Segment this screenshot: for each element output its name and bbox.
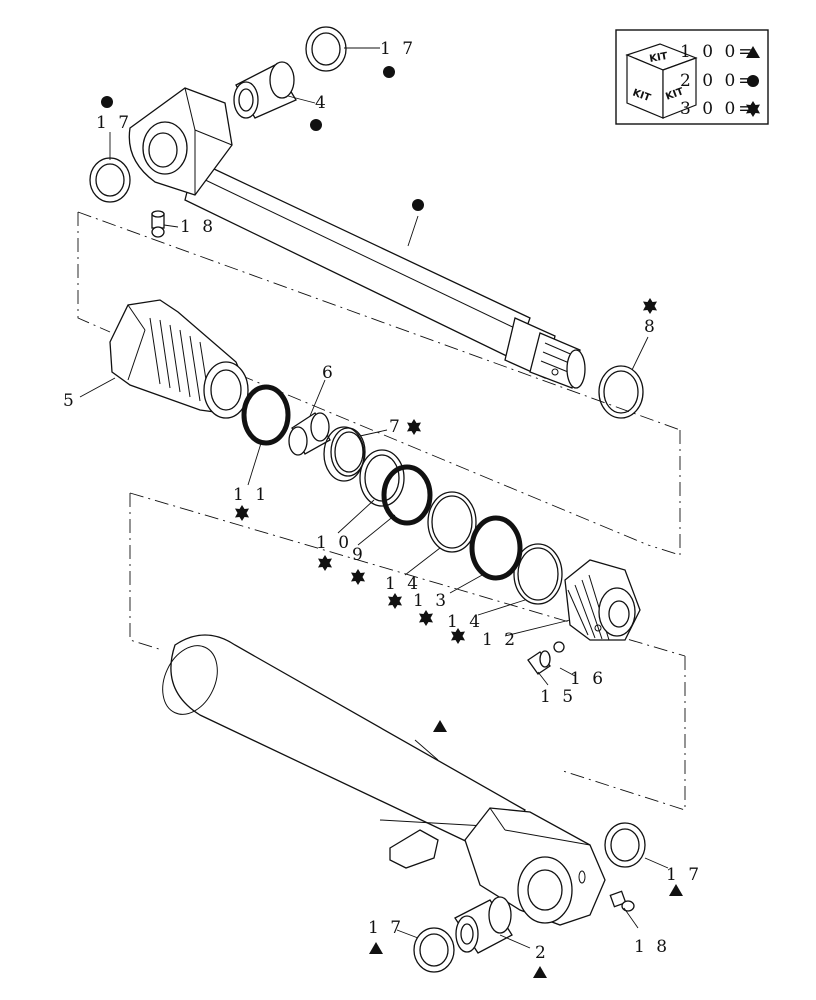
star-icon — [643, 298, 657, 314]
barrel-eye — [464, 807, 606, 926]
ring-14-upper — [427, 491, 477, 553]
legend-row-code: 2 0 0= — [680, 71, 756, 91]
oring-13 — [469, 515, 523, 581]
star-icon — [419, 610, 433, 626]
kit-cube-icon: KIT KIT KIT — [625, 43, 698, 119]
oring-9 — [381, 464, 433, 526]
grease-nipple-18-bottom — [609, 890, 635, 912]
callout-number: 1 3 — [413, 591, 449, 611]
callout-number: 1 7 — [666, 865, 702, 885]
callout-number: 8 — [644, 317, 658, 337]
star-icon — [351, 569, 365, 585]
legend-row-code: 1 0 0= — [680, 42, 756, 62]
check-pin-15 — [527, 650, 551, 675]
oring-11 — [241, 384, 291, 446]
piston-12 — [564, 559, 641, 641]
ring-14-lower — [513, 543, 563, 605]
callout-number: 2 — [535, 943, 549, 963]
callout-number: 5 — [63, 391, 77, 411]
callout-number: 1 7 — [380, 39, 416, 59]
callout-number: 1 5 — [540, 687, 576, 707]
kit-legend: KIT KIT KIT 1 0 0= 2 0 0= 3 0 0= — [615, 29, 769, 125]
star-icon — [407, 419, 421, 435]
barrel-eye-bushing-2 — [454, 896, 513, 954]
seal-ring-17-bottom-right — [604, 822, 646, 868]
leader-lines — [79, 47, 669, 949]
cylinder-head-5 — [109, 299, 249, 419]
callout-number: 1 4 — [447, 612, 483, 632]
callout-number: 1 0 — [316, 533, 352, 553]
dot-icon — [310, 119, 322, 131]
assembly-outline-lower — [129, 492, 686, 811]
seal-ring-17-bottom-left — [413, 927, 455, 973]
assembly-outline-upper — [77, 211, 681, 556]
callout-number: 6 — [322, 363, 336, 383]
callout-number: 1 6 — [570, 669, 606, 689]
rod-eye-bushing-4 — [233, 61, 297, 119]
star-icon — [235, 505, 249, 521]
ball-16 — [553, 641, 565, 653]
callout-number: 1 2 — [482, 630, 518, 650]
triangle-icon — [369, 942, 383, 954]
rod-seal-ring-8 — [598, 365, 644, 419]
kit-face-top: KIT — [649, 51, 669, 65]
dot-icon — [747, 75, 759, 87]
callout-number: 1 7 — [368, 918, 404, 938]
callout-number: 1 1 — [233, 485, 269, 505]
cylinder-barrel — [162, 634, 526, 856]
star-icon — [318, 555, 332, 571]
barrel-port — [389, 829, 439, 869]
callout-number: 1 7 — [96, 113, 132, 133]
rod-eye — [128, 87, 233, 196]
callout-number: 1 8 — [634, 937, 670, 957]
dot-icon — [101, 96, 113, 108]
legend-row-code: 3 0 0= — [680, 99, 756, 119]
triangle-icon — [433, 720, 447, 732]
seal-ring-17-left — [89, 157, 131, 203]
triangle-icon — [533, 966, 547, 978]
grease-nipple-18-top — [151, 210, 165, 238]
callout-number: 1 8 — [180, 217, 216, 237]
wiper-ring-7 — [323, 426, 366, 482]
star-icon — [388, 593, 402, 609]
callout-number: 7 — [389, 417, 403, 437]
dot-icon — [383, 66, 395, 78]
callout-labels: 1 7 4 1 7 1 8 8 5 6 7 1 1 1 0 9 1 4 1 3 … — [63, 39, 702, 978]
callout-number: 9 — [352, 545, 366, 565]
bushing-6 — [288, 412, 331, 456]
piston-rod — [184, 159, 586, 389]
callout-number: 4 — [315, 93, 329, 113]
callout-number: 1 4 — [385, 574, 421, 594]
seal-ring-17-top — [305, 26, 347, 72]
dot-icon — [412, 199, 424, 211]
triangle-icon — [669, 884, 683, 896]
